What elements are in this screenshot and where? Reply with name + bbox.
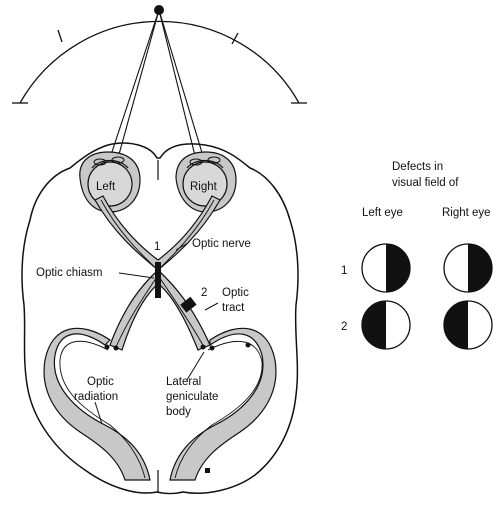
defect-fields <box>361 243 493 350</box>
defect-row-2-label: 2 <box>341 321 347 333</box>
optic-radiation-right <box>169 327 277 481</box>
optic-tract-label-1: Optic <box>222 287 249 299</box>
sight-lines <box>103 9 210 177</box>
defects-title-1: Defects in <box>392 161 443 173</box>
left-eye-label: Left <box>96 181 116 193</box>
defect-row-1-label: 1 <box>341 265 347 277</box>
right-eye-label: Right <box>190 181 218 193</box>
pointer-lines <box>94 242 219 425</box>
optic-chiasm-label: Optic chiasm <box>36 267 102 279</box>
right-eye-region <box>175 151 237 213</box>
optic-nerve-label: Optic nerve <box>192 238 251 250</box>
blind-half-right-eye-row-2 <box>444 301 468 349</box>
optic-pathway <box>94 195 221 351</box>
lesion-1-label: 1 <box>154 241 160 253</box>
blind-half-right-eye-row-1 <box>468 244 492 292</box>
lgb-label-1: Lateral <box>166 376 201 388</box>
brain-outline <box>21 142 299 495</box>
defects-title-2: visual field of <box>392 177 459 189</box>
lesion-2-marker <box>180 296 197 313</box>
blind-half-left-eye-row-2 <box>362 301 386 349</box>
left-eye-region <box>79 151 141 213</box>
right-eye-header: Right eye <box>442 207 491 219</box>
lgb-markers <box>104 342 251 473</box>
lesion-1-marker <box>155 262 161 298</box>
optic-radiation-left <box>43 327 151 481</box>
lesion-2-label: 2 <box>201 287 207 299</box>
blind-half-left-eye-row-1 <box>386 244 410 292</box>
lgb-label-2: geniculate <box>166 391 218 403</box>
defects-panel: Defects in visual field of Left eye Righ… <box>341 161 493 350</box>
optic-tract-label-2: tract <box>222 302 245 314</box>
optic-radiation-label-1: Optic <box>87 376 114 388</box>
optic-radiation-label-2: radiation <box>74 391 118 403</box>
lgb-label-3: body <box>166 406 191 418</box>
left-eye-header: Left eye <box>362 207 403 219</box>
visual-field-arc <box>12 20 307 104</box>
